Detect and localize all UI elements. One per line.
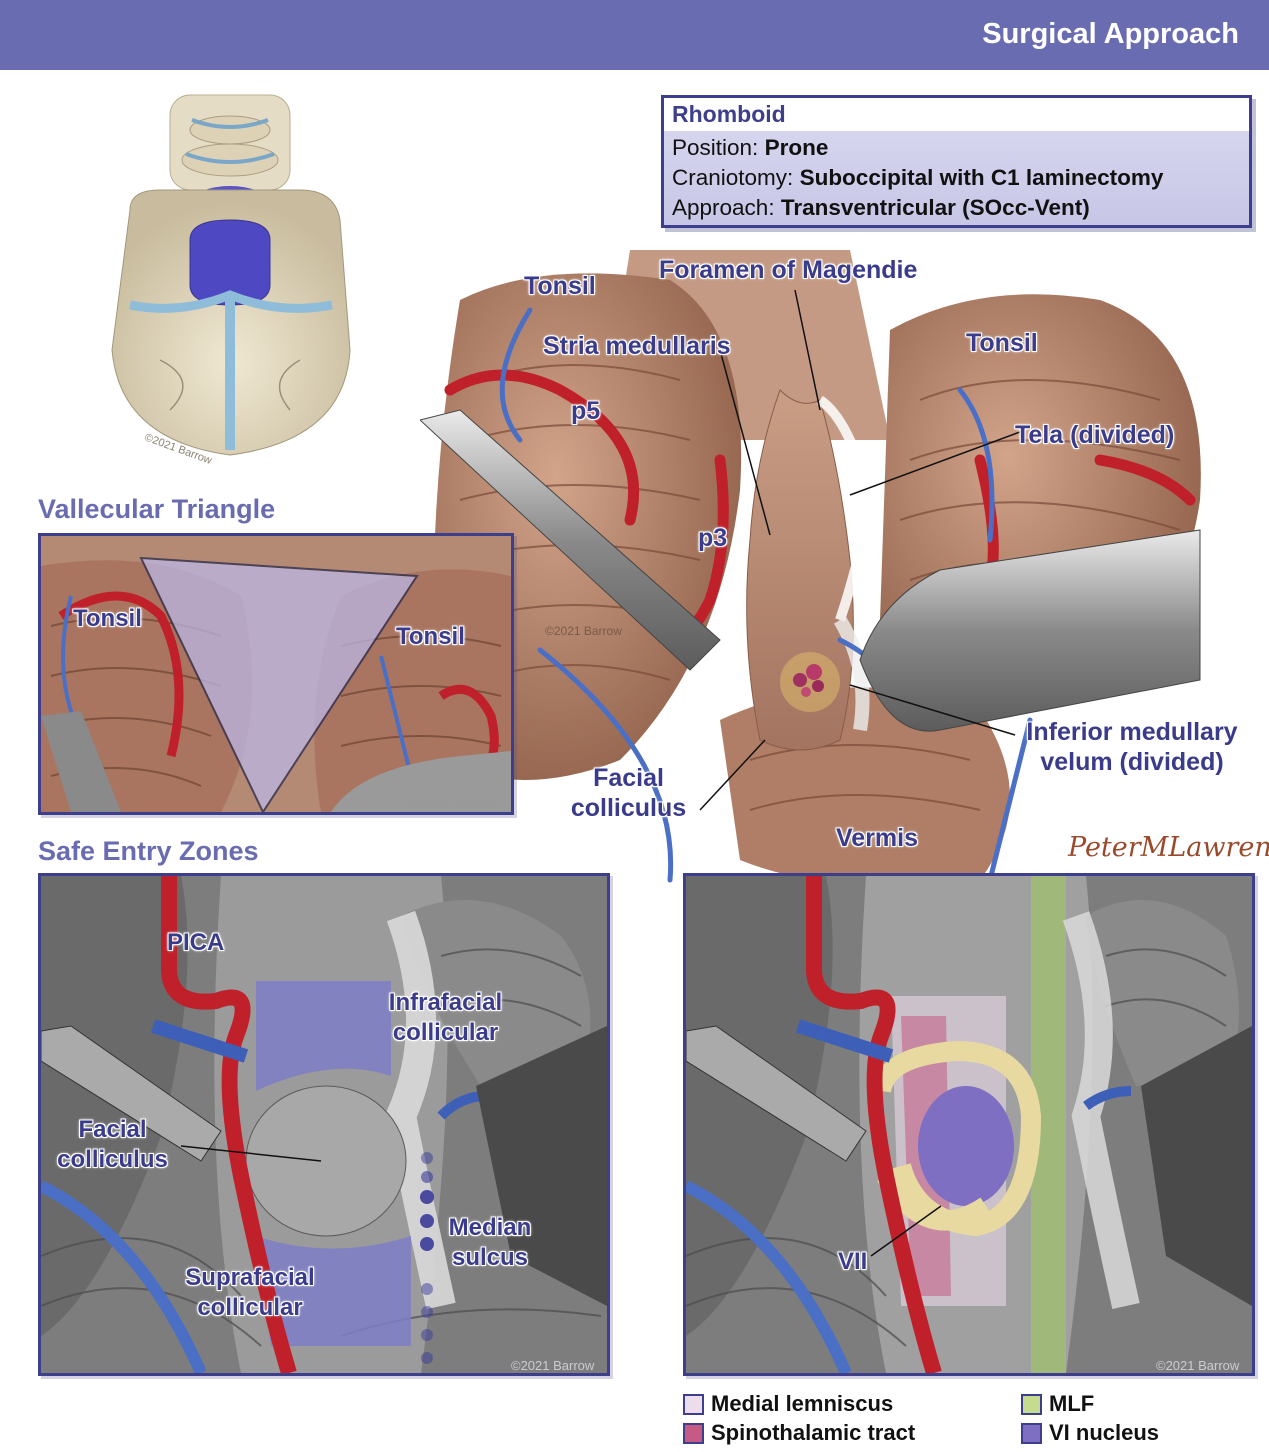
vallecular-title: Vallecular Triangle (38, 494, 276, 524)
label-infrafacial-line2: collicular (392, 1019, 499, 1046)
vallecular-copyright: ©2021 Barrow (411, 796, 495, 811)
label-vermis: Vermis (836, 824, 919, 852)
label-suprafacial-line2: collicular (197, 1294, 303, 1321)
label-inferior-velum-line1: Inferior medullary (1026, 718, 1238, 746)
label-facial-colliculus-zone: Facial colliculus (40, 1115, 185, 1175)
label-inferior-velum-line2: velum (divided) (1040, 748, 1224, 776)
label-infrafacial-collicular: Infrafacial collicular (373, 988, 518, 1048)
label-foramen-of-magendie: Foramen of Magendie (659, 256, 918, 284)
safe-entry-panel: ©2021 Barrow (38, 873, 610, 1376)
header-bar (0, 0, 1269, 70)
label-p3: p3 (698, 524, 728, 552)
vallecular-label-tonsil-right: Tonsil (396, 623, 465, 650)
skull-illustration: ©2021 Barrow (111, 94, 351, 467)
position-value: Prone (764, 135, 829, 160)
legend-swatch-vi-nucleus (1021, 1423, 1042, 1444)
label-facial-zone-line2: colliculus (57, 1146, 168, 1173)
vallecular-illustration: ©2021 Barrow (41, 536, 511, 812)
legend: Medial lemniscus Spinothalamic tract MLF… (683, 1391, 1263, 1451)
safe-entry-title: Safe Entry Zones (38, 836, 259, 866)
label-suprafacial-line1: Suprafacial (185, 1264, 315, 1291)
label-tela-divided: Tela (divided) (1015, 421, 1175, 449)
craniotomy-value: Suboccipital with C1 laminectomy (799, 165, 1164, 190)
approach-line: Approach: Transventricular (SOcc-Vent) (672, 193, 1249, 223)
label-median-line2: sulcus (451, 1244, 529, 1271)
label-infrafacial-line1: Infrafacial (388, 989, 503, 1016)
page-title: Surgical Approach (982, 18, 1239, 50)
legend-label-medial-lemniscus: Medial lemniscus (711, 1391, 894, 1416)
nuclei-copyright: ©2021 Barrow (1156, 1358, 1240, 1373)
label-tonsil-left: Tonsil (524, 272, 596, 300)
info-box-body: Position: Prone Craniotomy: Suboccipital… (664, 131, 1249, 225)
craniotomy-line: Craniotomy: Suboccipital with C1 laminec… (672, 163, 1249, 193)
info-box-title: Rhomboid (672, 101, 786, 127)
label-pica: PICA (167, 929, 225, 956)
nuclei-panel: ©2021 Barrow (683, 873, 1255, 1376)
legend-swatch-medial-lemniscus (683, 1394, 704, 1415)
label-p5: p5 (571, 397, 601, 425)
approach-label: Approach: (672, 195, 775, 220)
label-vii: VII (838, 1248, 868, 1275)
legend-swatch-spinothalamic (683, 1423, 704, 1444)
label-facial-main-line2: colliculus (570, 794, 687, 822)
label-tonsil-right: Tonsil (966, 329, 1038, 357)
legend-label-mlf: MLF (1049, 1391, 1095, 1416)
nuclei-illustration: ©2021 Barrow (686, 876, 1252, 1373)
artist-signature: PeterMLawrence (1068, 832, 1269, 863)
craniotomy-label: Craniotomy: (672, 165, 794, 190)
safe-entry-illustration: ©2021 Barrow (41, 876, 607, 1373)
safe-entry-copyright: ©2021 Barrow (511, 1358, 595, 1373)
label-facial-zone-line1: Facial (78, 1116, 147, 1143)
label-suprafacial-collicular: Suprafacial collicular (170, 1263, 330, 1323)
vallecular-panel: ©2021 Barrow (38, 533, 514, 815)
legend-label-spinothalamic: Spinothalamic tract (711, 1420, 916, 1445)
label-inferior-medullary-velum: Inferior medullary velum (divided) (1012, 717, 1252, 777)
label-facial-main-line1: Facial (593, 764, 664, 792)
label-stria-medullaris: Stria medullaris (543, 332, 731, 360)
approach-info-box: Rhomboid Position: Prone Craniotomy: Sub… (661, 95, 1252, 228)
legend-swatch-mlf (1021, 1394, 1042, 1415)
vallecular-label-tonsil-left: Tonsil (73, 605, 142, 632)
approach-value: Transventricular (SOcc-Vent) (780, 195, 1090, 220)
position-label: Position: (672, 135, 759, 160)
label-median-sulcus: Median sulcus (440, 1213, 540, 1273)
label-median-line1: Median (448, 1214, 532, 1241)
position-line: Position: Prone (672, 133, 1249, 163)
main-copyright: ©2021 Barrow (545, 624, 622, 638)
legend-label-vi-nucleus: VI nucleus (1049, 1420, 1160, 1445)
label-facial-colliculus-main: Facial colliculus (556, 763, 701, 823)
